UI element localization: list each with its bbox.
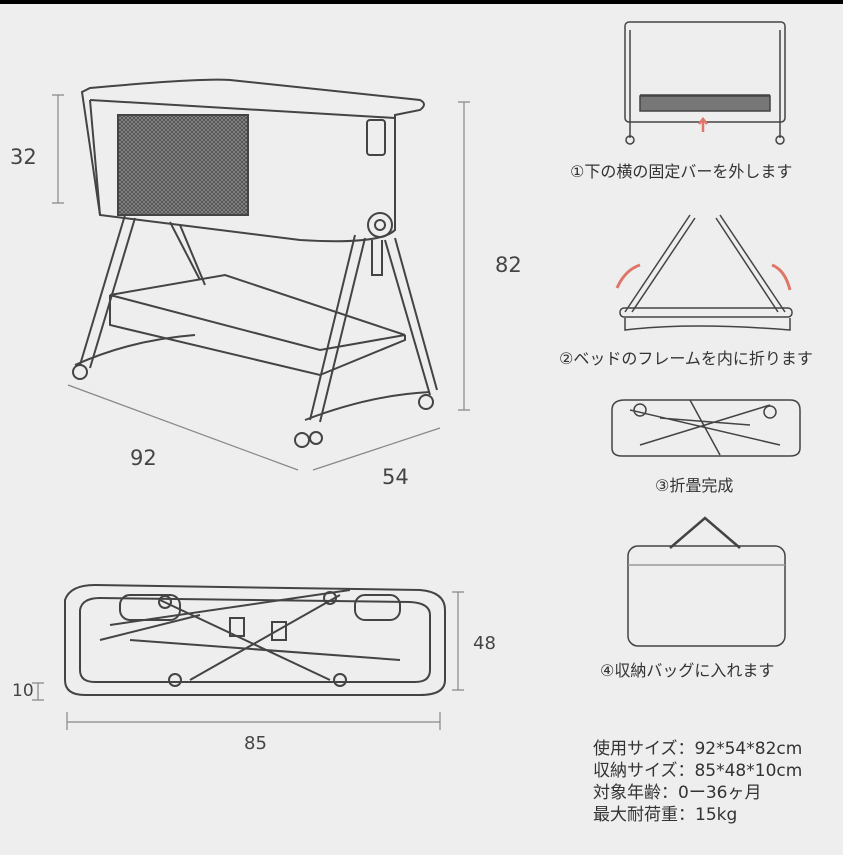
dim-folded-width: 48 bbox=[473, 633, 496, 654]
step4-bag-drawing bbox=[627, 516, 786, 647]
spec-list: 使用サイズ：92*54*82cm 収納サイズ：85*48*10cm 対象年齢：0… bbox=[593, 738, 802, 826]
step-2-caption: ②ベッドのフレームを内に折ります bbox=[559, 349, 813, 368]
spec-usage-size: 使用サイズ：92*54*82cm bbox=[593, 739, 803, 759]
dim-length: 92 bbox=[130, 446, 157, 470]
bassinet-drawing bbox=[72, 78, 438, 448]
step-4-caption: ④収納バッグに入れます bbox=[600, 661, 775, 680]
dimension-lines bbox=[32, 94, 470, 730]
dim-folded-length: 85 bbox=[244, 733, 267, 754]
spec-target-age: 対象年齢：0ー36ヶ月 bbox=[593, 783, 762, 803]
dim-total-height: 82 bbox=[495, 253, 522, 277]
dim-bed-height: 32 bbox=[10, 145, 37, 169]
step1-drawing bbox=[624, 21, 786, 145]
step-3-caption: ③折畳完成 bbox=[655, 476, 734, 495]
spec-max-load: 最大耐荷重：15kg bbox=[593, 805, 738, 825]
step2-drawing bbox=[615, 214, 793, 331]
dim-folded-thickness: 10 bbox=[12, 681, 34, 701]
step-1-caption: ①下の横の固定バーを外します bbox=[570, 162, 793, 181]
dim-width: 54 bbox=[382, 465, 409, 489]
step3-drawing bbox=[611, 399, 801, 457]
top-border bbox=[0, 0, 843, 4]
spec-storage-size: 収納サイズ：85*48*10cm bbox=[593, 761, 803, 781]
folded-frame-drawing bbox=[64, 583, 446, 696]
